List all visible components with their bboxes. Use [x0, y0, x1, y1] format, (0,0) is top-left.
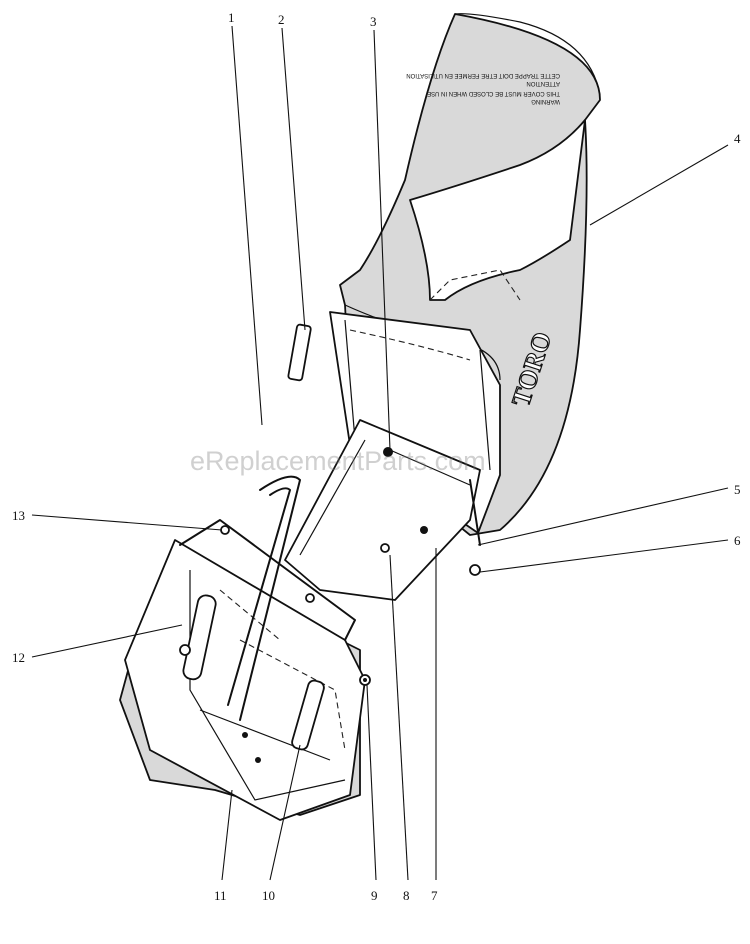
- callout-12: 12: [12, 650, 25, 665]
- frame-rod: [287, 323, 312, 382]
- callout-13: 13: [12, 508, 25, 523]
- callout-8: 8: [403, 888, 410, 903]
- svg-text:ATTENTION: ATTENTION: [526, 80, 560, 86]
- leader-lines: [31, 25, 729, 881]
- svg-text:THIS COVER MUST BE CLOSED WHEN: THIS COVER MUST BE CLOSED WHEN IN USE: [427, 90, 560, 96]
- callout-2: 2: [278, 12, 285, 27]
- hardware: [179, 525, 481, 686]
- svg-text:CETTE TRAPPE DOIT ETRE FERMEE: CETTE TRAPPE DOIT ETRE FERMEE EN UTILISA…: [406, 72, 560, 78]
- callout-5: 5: [734, 482, 741, 497]
- watermark: eReplacementParts.com: [190, 446, 486, 476]
- callout-6: 6: [734, 533, 741, 548]
- bag-frame-bracket: [284, 419, 481, 601]
- callout-4: 4: [734, 131, 741, 146]
- callout-9: 9: [371, 888, 378, 903]
- discharge-chute: [119, 475, 366, 821]
- svg-text:WARNING: WARNING: [531, 98, 560, 104]
- warning-decal: WARNING THIS COVER MUST BE CLOSED WHEN I…: [406, 72, 560, 104]
- callout-labels: 1 2 3 4 5 6 7 8 9 10 11 12 13: [12, 10, 741, 903]
- callout-3: 3: [370, 14, 377, 29]
- callout-1: 1: [228, 10, 235, 25]
- callout-11: 11: [214, 888, 227, 903]
- callout-7: 7: [431, 888, 438, 903]
- callout-10: 10: [262, 888, 275, 903]
